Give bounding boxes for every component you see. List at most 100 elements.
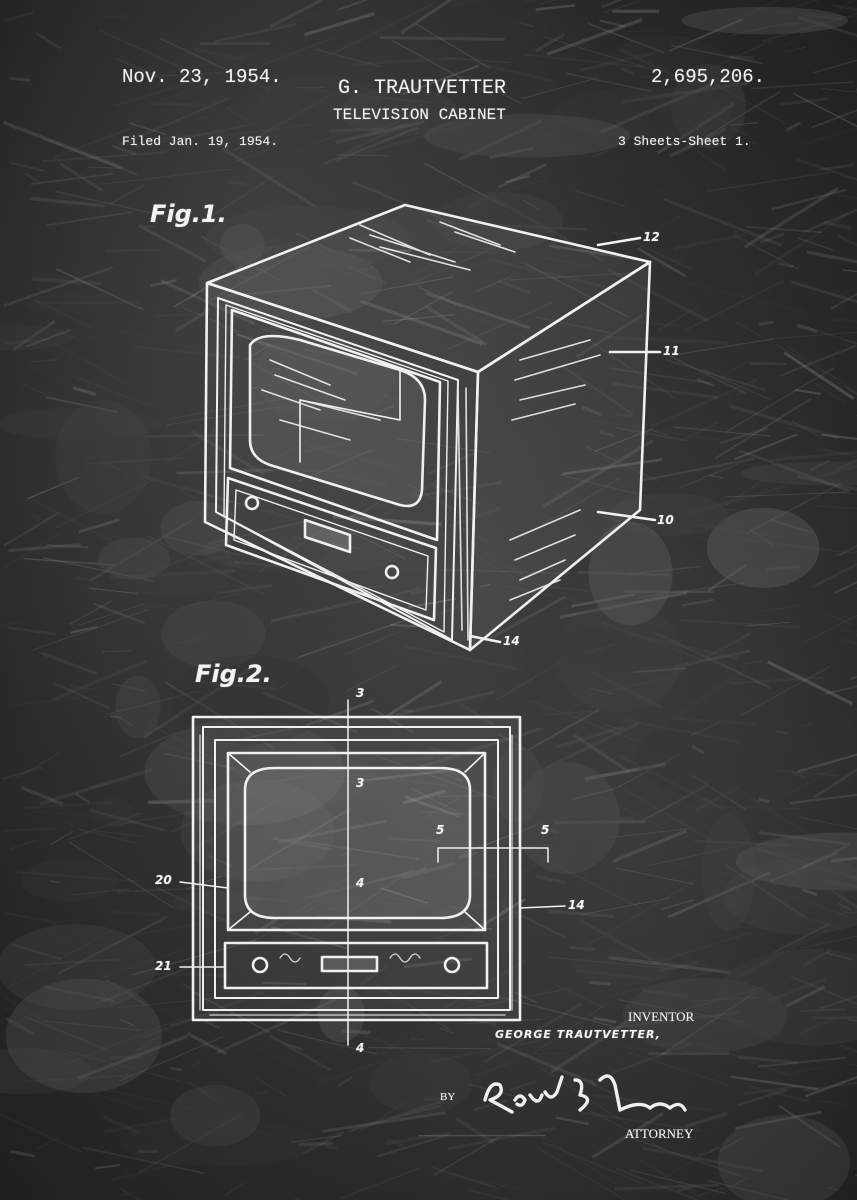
chalk-smudge bbox=[571, 592, 636, 608]
chalk-smudge bbox=[575, 784, 665, 830]
chalk-smudge bbox=[98, 993, 122, 1006]
chalk-smudge bbox=[539, 710, 600, 716]
chalk-smudge bbox=[12, 320, 56, 352]
chalk-smudge bbox=[522, 199, 541, 211]
chalk-smudge bbox=[535, 33, 565, 53]
chalk-smudge bbox=[761, 12, 857, 43]
chalk-smudge bbox=[304, 800, 367, 834]
chalk-smudge bbox=[203, 1019, 221, 1030]
chalk-smudge bbox=[224, 236, 247, 241]
chalk-smudge bbox=[673, 232, 747, 251]
chalk-smudge bbox=[801, 935, 857, 949]
chalk-smudge bbox=[479, 584, 491, 588]
chalk-smudge bbox=[768, 937, 783, 944]
chalk-smudge bbox=[555, 725, 625, 749]
chalk-smudge bbox=[674, 528, 752, 557]
chalk-smudge bbox=[802, 947, 833, 968]
chalk-smudge bbox=[635, 615, 652, 623]
chalk-smudge bbox=[784, 0, 854, 47]
chalk-smudge bbox=[619, 754, 723, 810]
chalk-smudge bbox=[811, 562, 857, 588]
chalk-smudge bbox=[602, 516, 640, 527]
chalk-smudge bbox=[541, 477, 621, 526]
chalk-smudge bbox=[27, 476, 79, 500]
chalk-smudge bbox=[151, 130, 226, 142]
inventor-full-name: GEORGE TRAUTVETTER, bbox=[495, 1028, 661, 1041]
chalk-smudge bbox=[379, 887, 428, 905]
chalk-smudge bbox=[743, 538, 848, 554]
chalk-smudge bbox=[386, 567, 475, 574]
chalk-smudge bbox=[729, 55, 755, 60]
sheet-count: 3 Sheets-Sheet 1. bbox=[618, 134, 751, 149]
chalk-smudge bbox=[501, 905, 567, 939]
chalk-smudge bbox=[321, 295, 346, 306]
chalk-smudge bbox=[797, 126, 857, 147]
chalk-smudge bbox=[790, 280, 857, 304]
chalk-smudge bbox=[317, 339, 409, 383]
chalk-smudge bbox=[618, 999, 745, 1023]
chalk-smudge bbox=[55, 190, 175, 220]
chalk-smudge bbox=[219, 640, 338, 691]
chalk-smudge bbox=[343, 117, 426, 143]
chalk-smudge bbox=[137, 1113, 243, 1174]
chalk-smudge bbox=[370, 707, 414, 734]
chalk-patch bbox=[317, 985, 365, 1043]
chalk-smudge bbox=[839, 1044, 857, 1054]
chalk-smudge bbox=[590, 670, 664, 710]
chalk-smudge bbox=[526, 131, 561, 137]
chalk-smudge bbox=[68, 600, 112, 625]
chalk-smudge bbox=[61, 1049, 181, 1082]
chalk-smudge bbox=[260, 327, 355, 354]
chalk-smudge bbox=[42, 927, 100, 962]
chalk-smudge bbox=[357, 120, 473, 157]
chalk-patch bbox=[723, 858, 857, 935]
chalk-smudge bbox=[119, 1036, 224, 1082]
chalk-smudge bbox=[58, 915, 168, 975]
chalk-smudge bbox=[791, 419, 823, 439]
chalk-smudge bbox=[530, 700, 649, 746]
chalk-smudge bbox=[522, 846, 570, 873]
chalk-smudge bbox=[834, 551, 857, 556]
chalk-smudge bbox=[138, 224, 207, 263]
chalk-smudge bbox=[737, 1088, 788, 1107]
chalk-smudge bbox=[438, 959, 526, 1012]
chalk-smudge bbox=[754, 211, 850, 276]
chalk-smudge bbox=[767, 976, 827, 1003]
chalk-smudge bbox=[437, 795, 483, 797]
chalk-smudge bbox=[708, 876, 752, 887]
chalk-smudge bbox=[410, 788, 463, 815]
chalk-smudge bbox=[654, 859, 777, 884]
chalk-patch bbox=[117, 571, 229, 596]
chalk-smudge bbox=[458, 702, 496, 727]
chalk-smudge bbox=[617, 784, 712, 842]
chalk-smudge bbox=[106, 690, 200, 715]
chalk-smudge bbox=[67, 812, 141, 841]
chalk-smudge bbox=[190, 1060, 202, 1068]
chalk-smudge bbox=[623, 718, 740, 744]
chalk-smudge bbox=[572, 787, 615, 801]
chalk-patch bbox=[20, 859, 118, 902]
chalk-patch bbox=[706, 507, 820, 588]
chalk-smudge bbox=[608, 955, 732, 975]
chalk-smudge bbox=[656, 102, 735, 155]
chalk-smudge bbox=[653, 631, 772, 690]
chalk-smudge bbox=[819, 1099, 846, 1106]
chalk-smudge bbox=[523, 53, 645, 69]
chalk-smudge bbox=[659, 960, 699, 973]
chalk-smudge bbox=[449, 506, 501, 528]
ref-10: 10 bbox=[657, 513, 674, 527]
chalk-smudge bbox=[496, 1041, 597, 1087]
chalk-smudge bbox=[195, 818, 269, 830]
front-picture-tube bbox=[243, 766, 472, 920]
chalk-smudge bbox=[159, 131, 197, 155]
chalk-smudge bbox=[719, 427, 768, 445]
chalk-smudge bbox=[436, 917, 488, 940]
chalk-smudge bbox=[43, 137, 138, 176]
chalk-smudge bbox=[327, 2, 435, 58]
chalk-smudge bbox=[262, 691, 358, 734]
chalk-smudge bbox=[801, 888, 819, 897]
chalk-smudge bbox=[143, 225, 156, 229]
chalk-smudge bbox=[110, 569, 236, 580]
chalk-smudge bbox=[724, 820, 766, 842]
chalk-smudge bbox=[237, 202, 274, 219]
